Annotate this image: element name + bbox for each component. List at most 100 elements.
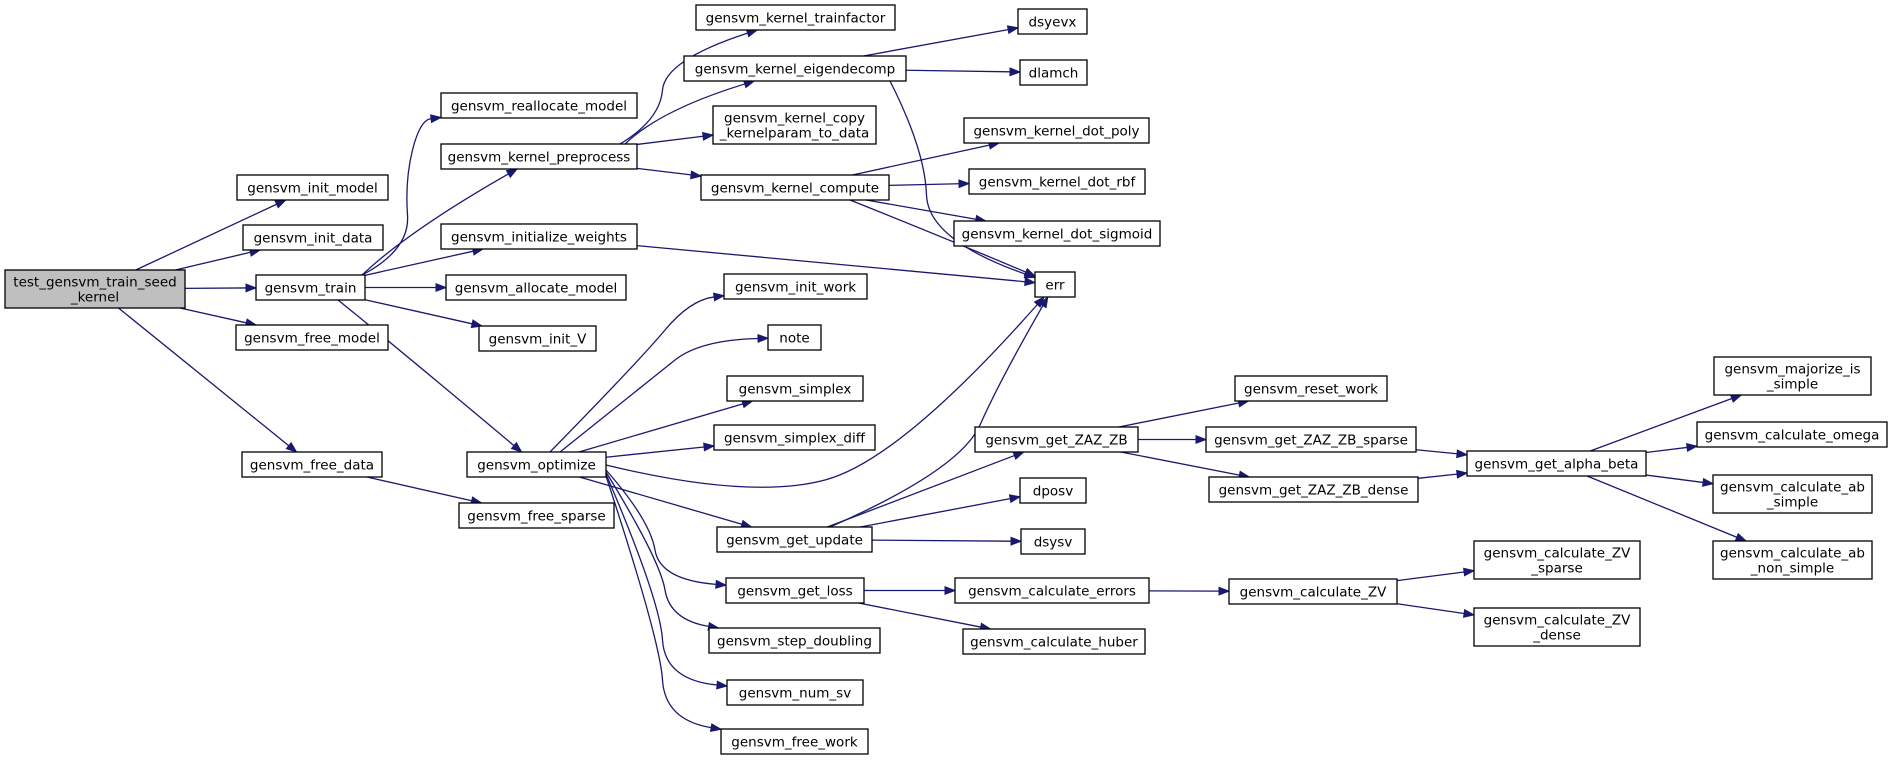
node-box[interactable]	[1713, 356, 1872, 396]
node-box[interactable]	[1019, 477, 1087, 504]
node-calc-errors[interactable]: gensvm_calculate_errors	[954, 577, 1150, 604]
node-calc-ZV[interactable]: gensvm_calculate_ZV	[1228, 578, 1398, 605]
node-kernel-preprocess[interactable]: gensvm_kernel_preprocess	[440, 143, 638, 170]
node-ZAZ-sparse[interactable]: gensvm_get_ZAZ_ZB_sparse	[1205, 426, 1417, 453]
node-box[interactable]	[726, 375, 864, 402]
node-box[interactable]	[1034, 271, 1076, 298]
node-box[interactable]	[440, 92, 638, 119]
node-free-sparse[interactable]: gensvm_free_sparse	[458, 502, 615, 529]
node-dot-sigmoid[interactable]: gensvm_kernel_dot_sigmoid	[953, 220, 1161, 247]
node-root[interactable]: test_gensvm_train_seed_kernel	[4, 269, 186, 309]
node-box[interactable]	[716, 526, 873, 553]
node-box[interactable]	[1228, 578, 1398, 605]
node-get-update[interactable]: gensvm_get_update	[716, 526, 873, 553]
node-reallocate-model[interactable]: gensvm_reallocate_model	[440, 92, 638, 119]
node-err[interactable]: err	[1034, 271, 1076, 298]
node-box[interactable]	[440, 143, 638, 170]
node-box[interactable]	[241, 451, 383, 478]
node-box[interactable]	[1466, 450, 1647, 477]
node-box[interactable]	[440, 223, 638, 250]
node-box[interactable]	[700, 174, 890, 201]
node-free-data[interactable]: gensvm_free_data	[241, 451, 383, 478]
node-box[interactable]	[1205, 426, 1417, 453]
node-box[interactable]	[255, 274, 366, 301]
node-box[interactable]	[458, 502, 615, 529]
node-initialize-weights[interactable]: gensvm_initialize_weights	[440, 223, 638, 250]
node-box[interactable]	[478, 325, 597, 352]
node-box[interactable]	[723, 273, 868, 300]
node-kernel-eigendecomp[interactable]: gensvm_kernel_eigendecomp	[683, 55, 907, 82]
node-train[interactable]: gensvm_train	[255, 274, 366, 301]
node-box[interactable]	[466, 451, 607, 478]
node-majorize[interactable]: gensvm_majorize_is_simple	[1713, 356, 1872, 396]
node-optimize[interactable]: gensvm_optimize	[466, 451, 607, 478]
node-box[interactable]	[725, 577, 865, 604]
node-box[interactable]	[1712, 474, 1873, 514]
node-free-work[interactable]: gensvm_free_work	[720, 728, 869, 755]
node-calc-huber[interactable]: gensvm_calculate_huber	[962, 628, 1146, 655]
node-box[interactable]	[4, 269, 186, 309]
node-box[interactable]	[1020, 528, 1086, 555]
node-get-ZAZ-ZB[interactable]: gensvm_get_ZAZ_ZB	[974, 426, 1139, 453]
node-get-loss[interactable]: gensvm_get_loss	[725, 577, 865, 604]
node-box[interactable]	[695, 4, 896, 31]
node-kernel-copy[interactable]: gensvm_kernel_copy_kernelparam_to_data	[712, 105, 877, 145]
node-box[interactable]	[963, 117, 1150, 144]
node-box[interactable]	[712, 105, 877, 145]
node-box[interactable]	[235, 324, 389, 351]
edge-root-to-init_data	[175, 248, 262, 271]
node-alpha-beta[interactable]: gensvm_get_alpha_beta	[1466, 450, 1647, 477]
node-box[interactable]	[683, 55, 907, 82]
node-box[interactable]	[720, 728, 869, 755]
node-box[interactable]	[954, 577, 1150, 604]
node-box[interactable]	[1712, 540, 1873, 580]
node-init-work[interactable]: gensvm_init_work	[723, 273, 868, 300]
node-box[interactable]	[962, 628, 1146, 655]
node-omega[interactable]: gensvm_calculate_omega	[1696, 421, 1888, 448]
node-dsyevx[interactable]: dsyevx	[1017, 8, 1088, 35]
node-kernel-compute[interactable]: gensvm_kernel_compute	[700, 174, 890, 201]
node-box[interactable]	[242, 224, 384, 251]
node-box[interactable]	[1234, 375, 1388, 402]
node-box[interactable]	[713, 424, 876, 451]
arrowhead-icon	[435, 282, 448, 293]
node-dot-poly[interactable]: gensvm_kernel_dot_poly	[963, 117, 1150, 144]
node-simplex[interactable]: gensvm_simplex	[726, 375, 864, 402]
node-dot-rbf[interactable]: gensvm_kernel_dot_rbf	[968, 168, 1146, 195]
node-step-doubling[interactable]: gensvm_step_doubling	[708, 627, 881, 654]
node-dposv[interactable]: dposv	[1019, 477, 1087, 504]
node-ZV-sparse[interactable]: gensvm_calculate_ZV_sparse	[1473, 540, 1641, 580]
node-reset-work[interactable]: gensvm_reset_work	[1234, 375, 1388, 402]
node-ab-non-simple[interactable]: gensvm_calculate_ab_non_simple	[1712, 540, 1873, 580]
node-note[interactable]: note	[767, 324, 822, 351]
node-ZAZ-dense[interactable]: gensvm_get_ZAZ_ZB_dense	[1208, 476, 1419, 503]
node-ab-simple[interactable]: gensvm_calculate_ab_simple	[1712, 474, 1873, 514]
node-init-data[interactable]: gensvm_init_data	[242, 224, 384, 251]
node-box[interactable]	[767, 324, 822, 351]
node-box[interactable]	[708, 627, 881, 654]
node-box[interactable]	[974, 426, 1139, 453]
edge-line	[619, 32, 748, 145]
node-box[interactable]	[968, 168, 1146, 195]
node-dlamch[interactable]: dlamch	[1019, 59, 1088, 86]
node-box[interactable]	[1208, 476, 1419, 503]
node-box[interactable]	[445, 274, 627, 301]
node-box[interactable]	[1017, 8, 1088, 35]
node-dsysv[interactable]: dsysv	[1020, 528, 1086, 555]
node-free-model[interactable]: gensvm_free_model	[235, 324, 389, 351]
node-box[interactable]	[953, 220, 1161, 247]
node-num-sv[interactable]: gensvm_num_sv	[726, 679, 864, 706]
node-box[interactable]	[1473, 540, 1641, 580]
node-kernel-trainfactor[interactable]: gensvm_kernel_trainfactor	[695, 4, 896, 31]
node-box[interactable]	[1696, 421, 1888, 448]
node-box[interactable]	[236, 174, 389, 201]
node-ZV-dense[interactable]: gensvm_calculate_ZV_dense	[1473, 607, 1641, 647]
node-box[interactable]	[1019, 59, 1088, 86]
node-allocate-model[interactable]: gensvm_allocate_model	[445, 274, 627, 301]
arrowhead-icon	[1195, 434, 1208, 445]
node-init-V[interactable]: gensvm_init_V	[478, 325, 597, 352]
node-box[interactable]	[1473, 607, 1641, 647]
node-init-model[interactable]: gensvm_init_model	[236, 174, 389, 201]
node-simplex-diff[interactable]: gensvm_simplex_diff	[713, 424, 876, 451]
node-box[interactable]	[726, 679, 864, 706]
